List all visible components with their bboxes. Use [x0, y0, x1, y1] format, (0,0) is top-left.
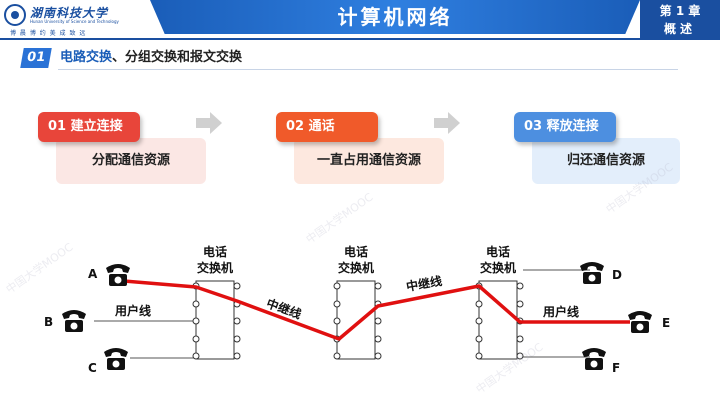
step-3-box: 归还通信资源: [532, 138, 680, 184]
step-1-label: 01 建立连接: [38, 112, 140, 142]
switch-2: [336, 280, 376, 360]
switch-3-label: 电话交换机: [479, 245, 516, 275]
section-divider: [58, 69, 678, 70]
section-title-highlight: 电路交换: [60, 50, 113, 65]
step-2-box: 一直占用通信资源: [294, 138, 444, 184]
logo-name-cn: 湖南科技大学: [30, 6, 109, 20]
step-1-desc: 分配通信资源: [91, 153, 170, 168]
phone-c-label: C: [88, 361, 97, 375]
section-title-rest: 、分组交换和报文交换: [112, 50, 243, 65]
title-band: [150, 0, 640, 34]
phone-e-label: E: [662, 316, 671, 330]
logo-emblem-icon: [4, 4, 26, 26]
phone-b-label: B: [44, 315, 54, 329]
header-rule: [0, 38, 720, 40]
phone-a-label: A: [88, 267, 98, 281]
chapter-subtitle: 概述: [663, 22, 696, 36]
user-line-left-label: 用户线: [115, 304, 152, 318]
section-title: 电路交换、分组交换和报文交换: [60, 48, 242, 68]
switch-3: [478, 280, 518, 360]
step-3-label: 03 释放连接: [514, 112, 616, 142]
logo-motto: 博 晨 博 约 美 成 致 远: [10, 30, 87, 37]
chapter-badge: 第 1 章 概述: [640, 0, 720, 40]
university-logo: 湖南科技大学 Hunan University of Science and T…: [4, 2, 144, 37]
switch-1-label: 电话交换机: [196, 245, 233, 275]
user-line-right-label: 用户线: [543, 305, 580, 319]
course-title: 计算机网络: [337, 5, 453, 29]
phone-d-label: D: [612, 268, 622, 282]
user-lines: [94, 269, 590, 359]
step-1-box: 分配通信资源: [56, 138, 206, 184]
phone-f-label: F: [612, 361, 621, 375]
step-2-desc: 一直占用通信资源: [316, 153, 421, 168]
phone-icons: [62, 262, 652, 370]
logo-name-en: Hunan University of Science and Technolo…: [30, 19, 119, 24]
step-2-label: 02 通话: [276, 112, 378, 142]
header: 湖南科技大学 Hunan University of Science and T…: [0, 0, 720, 40]
established-circuit: [123, 279, 630, 341]
step-3-desc: 归还通信资源: [566, 153, 645, 168]
switch-2-label: 电话交换机: [337, 245, 374, 275]
chapter-number: 第 1 章: [659, 4, 701, 18]
